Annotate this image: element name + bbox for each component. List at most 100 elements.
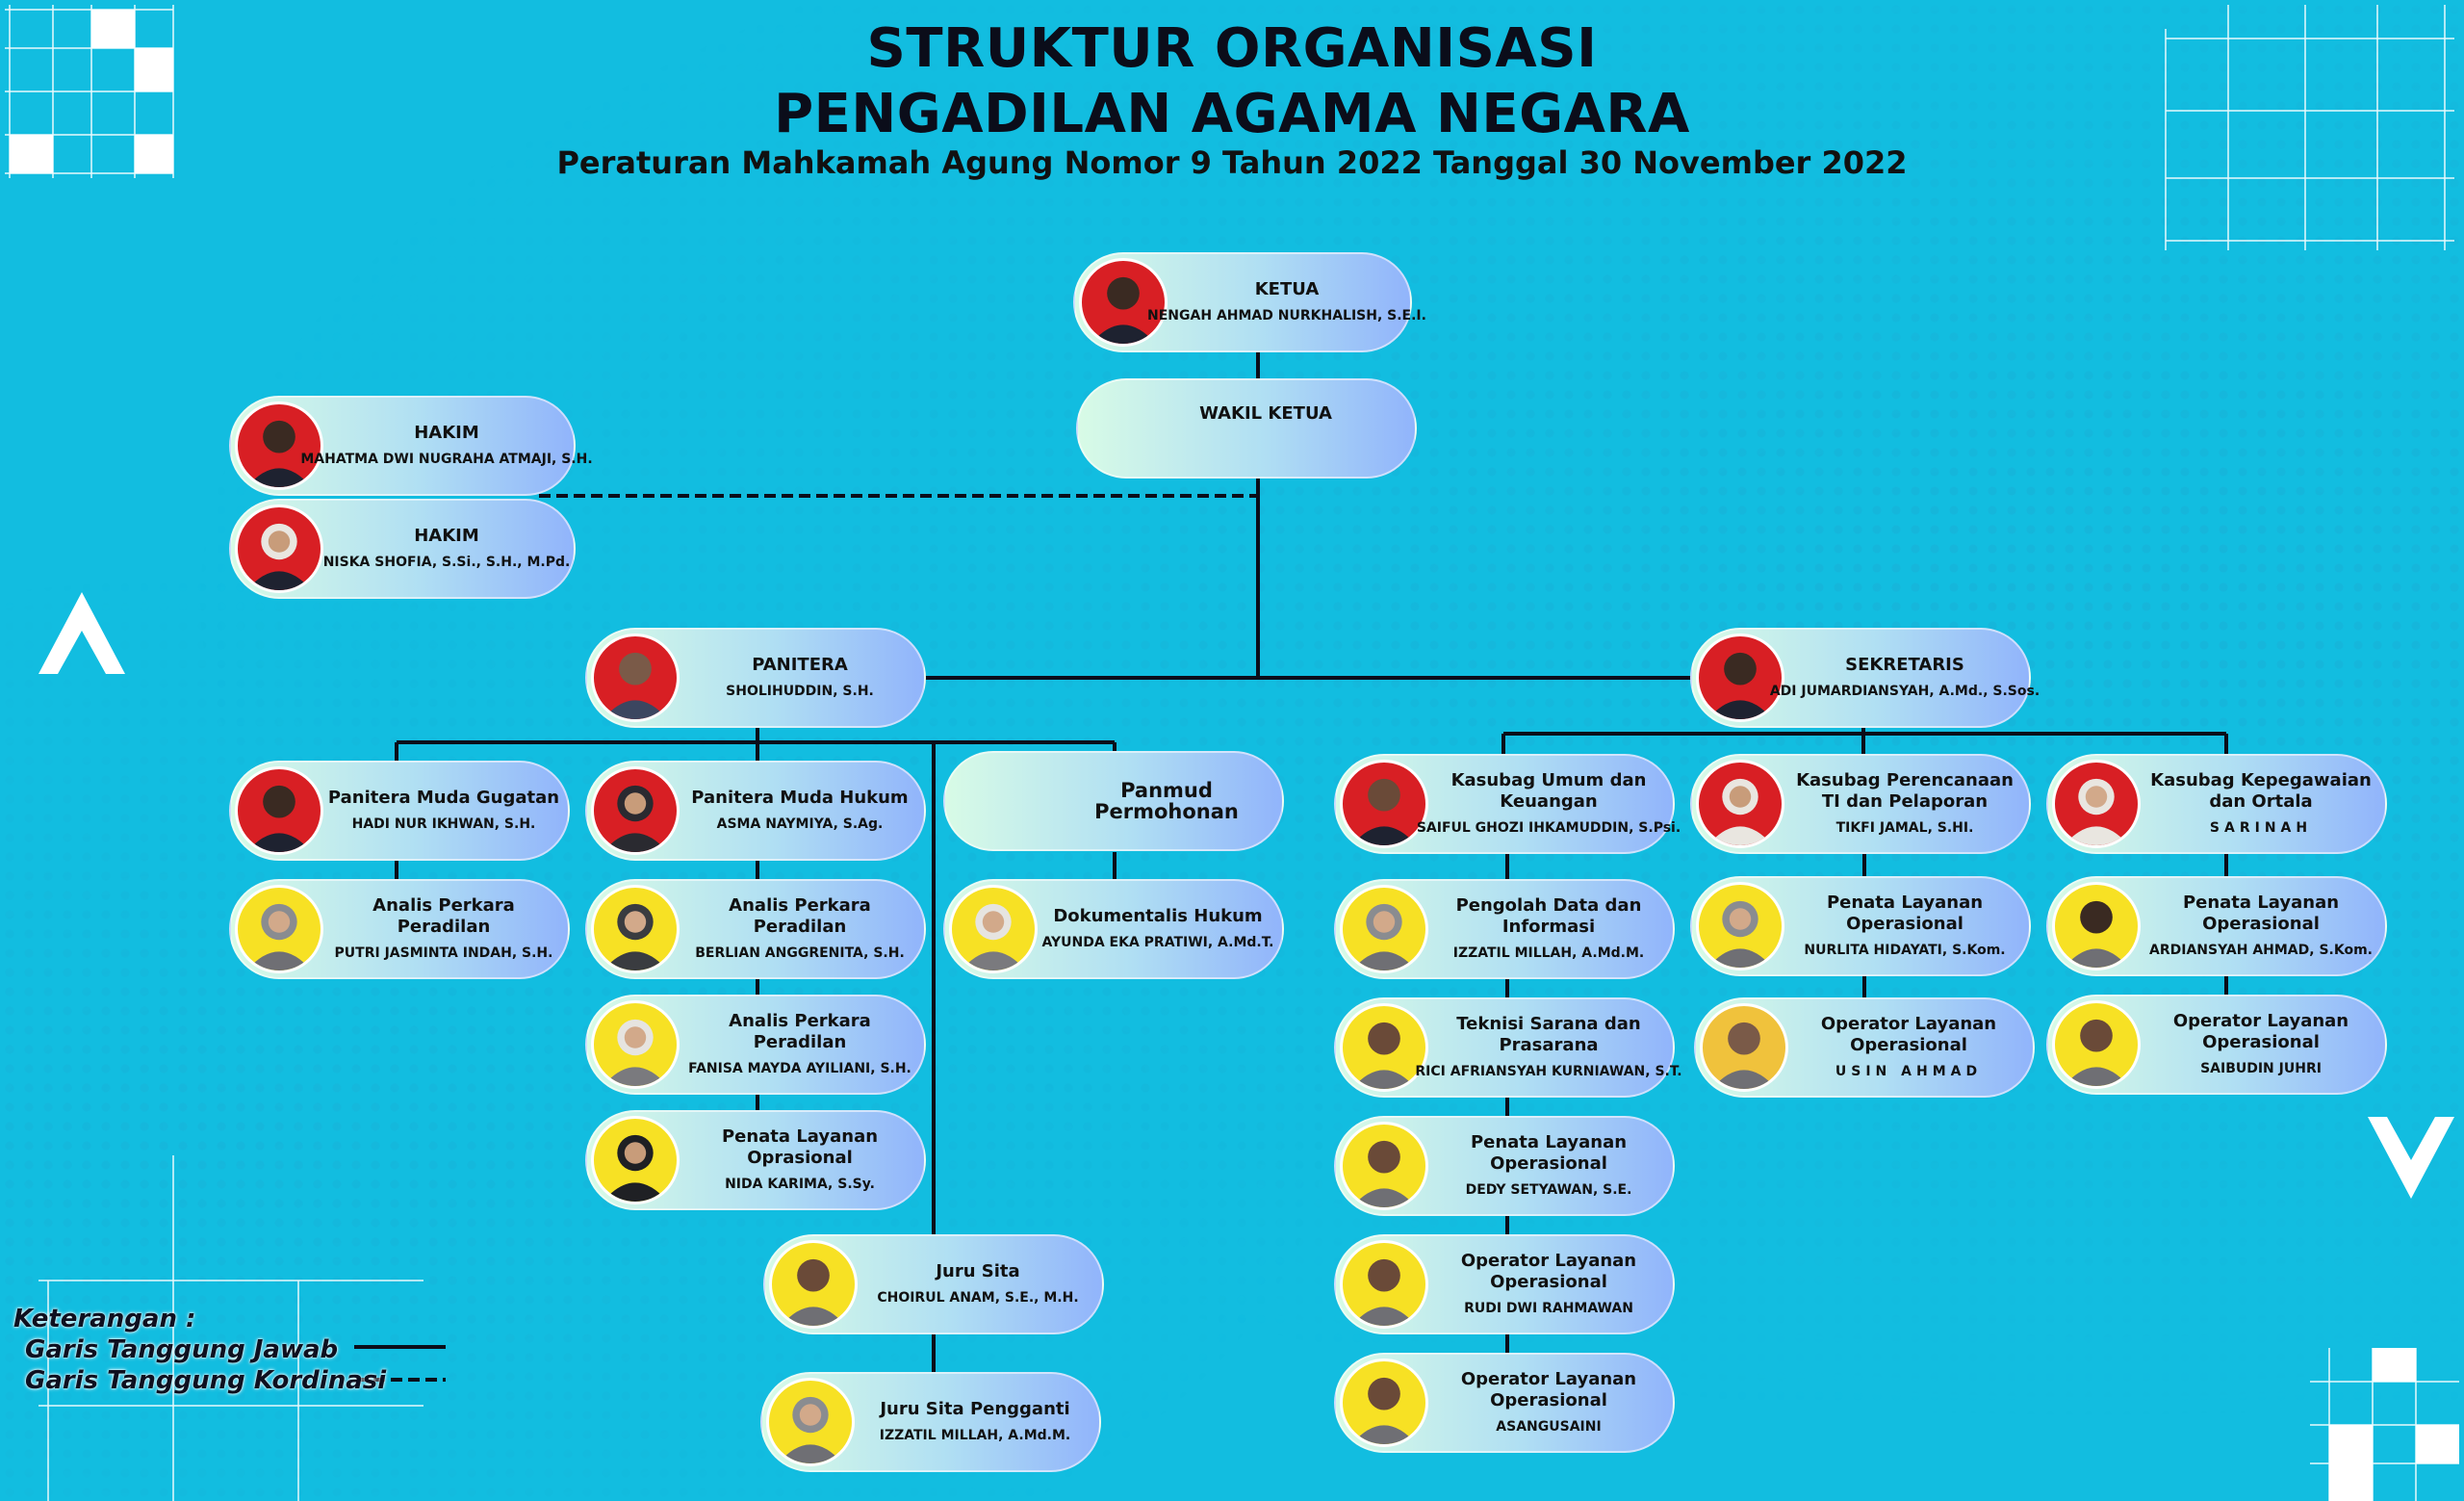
node-name: TIKFI JAMAL, S.HI. bbox=[1835, 820, 1974, 836]
portrait-photo bbox=[2052, 760, 2141, 848]
node-role: Operator Layanan Operasional bbox=[1460, 1369, 1637, 1410]
node-name: ASANGUSAINI bbox=[1496, 1419, 1602, 1435]
chevron-up-icon bbox=[38, 592, 125, 674]
node-role: Penata Layanan Oprasional bbox=[721, 1126, 879, 1168]
portrait-photo bbox=[235, 766, 323, 855]
portrait-photo bbox=[591, 885, 680, 973]
portrait-photo bbox=[591, 766, 680, 855]
legend-solid-label: Garis Tanggung Jawab bbox=[25, 1335, 339, 1364]
grid-decoration-top-right bbox=[2165, 5, 2454, 250]
node-role: PANITERA bbox=[752, 655, 848, 675]
portrait-photo bbox=[1340, 760, 1428, 848]
node-role: Panitera Muda Hukum bbox=[691, 788, 909, 808]
legend-dashed-label: Garis Tanggung Kordinasi bbox=[25, 1366, 387, 1395]
portrait-photo bbox=[1696, 634, 1784, 722]
node-name: NISKA SHOFIA, S.Si., S.H., M.Pd. bbox=[322, 555, 571, 570]
portrait-photo bbox=[2052, 882, 2141, 970]
node-name: PUTRI JASMINTA INDAH, S.H. bbox=[334, 945, 553, 961]
org-node-panitera: PANITERA SHOLIHUDDIN, S.H. bbox=[585, 628, 926, 728]
node-role: Operator Layanan Operasional bbox=[1460, 1251, 1637, 1292]
org-node-ketua: KETUA NENGAH AHMAD NURKHALISH, S.E.I. bbox=[1073, 252, 1426, 352]
portrait-photo bbox=[769, 1240, 858, 1329]
node-name: IZZATIL MILLAH, A.Md.M. bbox=[879, 1428, 1071, 1443]
node-name: SHOLIHUDDIN, S.H. bbox=[726, 684, 874, 699]
grid-decoration-bottom-left bbox=[38, 1155, 424, 1501]
page-subtitle: Peraturan Mahkamah Agung Nomor 9 Tahun 2… bbox=[556, 144, 1908, 181]
org-node-panmud-permohonan: Panmud Permohonan bbox=[943, 751, 1284, 851]
chevron-down-icon bbox=[2368, 1117, 2454, 1199]
node-name: FANISA MAYDA AYILIANI, S.H. bbox=[688, 1061, 911, 1076]
node-name: RUDI DWI RAHMAWAN bbox=[1464, 1301, 1633, 1316]
node-role: HAKIM bbox=[414, 423, 479, 443]
portrait-photo bbox=[1340, 1240, 1428, 1329]
node-name: DEDY SETYAWAN, S.E. bbox=[1465, 1182, 1632, 1198]
node-name: SARINAH bbox=[2209, 820, 2313, 836]
org-node-wakil-ketua: WAKIL KETUA bbox=[1076, 378, 1417, 479]
node-name: USIN AHMAD bbox=[1835, 1064, 1983, 1079]
page-title-line-2: PENGADILAN AGAMA NEGARA bbox=[774, 83, 1690, 145]
portrait-photo bbox=[1696, 882, 1784, 970]
page-title-line-1: STRUKTUR ORGANISASI bbox=[866, 17, 1598, 80]
node-role: Analis Perkara Peradilan bbox=[729, 1011, 871, 1052]
portrait-photo bbox=[1340, 885, 1428, 973]
portrait-photo bbox=[949, 885, 1038, 973]
node-name: NURLITA HIDAYATI, S.Kom. bbox=[1804, 943, 2006, 958]
node-name: SAIBUDIN JUHRI bbox=[2200, 1061, 2322, 1076]
portrait-photo bbox=[1340, 1359, 1428, 1447]
node-role: Juru Sita bbox=[936, 1261, 1020, 1281]
portrait-photo bbox=[235, 885, 323, 973]
org-node-hakim-2: HAKIM NISKA SHOFIA, S.Si., S.H., M.Pd. bbox=[229, 499, 576, 599]
portrait-photo bbox=[1340, 1122, 1428, 1210]
portrait-photo bbox=[1340, 1003, 1428, 1092]
node-role: Analis Perkara Peradilan bbox=[372, 895, 515, 937]
node-name: ASMA NAYMIYA, S.Ag. bbox=[716, 816, 884, 832]
node-role: Operator Layanan Operasional bbox=[1820, 1014, 1997, 1055]
legend-heading: Keterangan : bbox=[13, 1305, 196, 1333]
node-role: Teknisi Sarana dan Prasarana bbox=[1456, 1014, 1641, 1055]
node-name: AYUNDA EKA PRATIWI, A.Md.T. bbox=[1041, 935, 1274, 950]
portrait-photo bbox=[235, 505, 323, 593]
node-role: Dokumentalis Hukum bbox=[1053, 906, 1263, 926]
portrait-photo bbox=[591, 634, 680, 722]
node-role: Penata Layanan Operasional bbox=[2182, 893, 2340, 934]
node-name: CHOIRUL ANAM, S.E., M.H. bbox=[877, 1290, 1079, 1306]
node-name: ARDIANSYAH AHMAD, S.Kom. bbox=[2149, 943, 2373, 958]
node-role: Kasubag Umum dan Keuangan bbox=[1450, 770, 1647, 812]
node-role: HAKIM bbox=[414, 526, 479, 546]
node-name: ADI JUMARDIANSYAH, A.Md., S.Sos. bbox=[1769, 684, 2040, 699]
portrait-photo bbox=[1696, 760, 1784, 848]
node-role: Panmud Permohonan bbox=[1094, 779, 1239, 823]
node-name: RICI AFRIANSYAH KURNIAWAN, S.T. bbox=[1415, 1064, 1682, 1079]
node-role: Operator Layanan Operasional bbox=[2172, 1011, 2349, 1052]
node-role: Kasubag Kepegawaian dan Ortala bbox=[2150, 770, 2372, 812]
node-role: Kasubag Perencanaan TI dan Pelaporan bbox=[1796, 770, 2014, 812]
node-role: Pengolah Data dan Informasi bbox=[1455, 895, 1642, 937]
node-name: NENGAH AHMAD NURKHALISH, S.E.I. bbox=[1147, 308, 1426, 323]
node-role: KETUA bbox=[1254, 279, 1320, 299]
portrait-photo bbox=[591, 1000, 680, 1089]
grid-decoration-bottom-right bbox=[2310, 1348, 2459, 1501]
node-role: Analis Perkara Peradilan bbox=[729, 895, 871, 937]
